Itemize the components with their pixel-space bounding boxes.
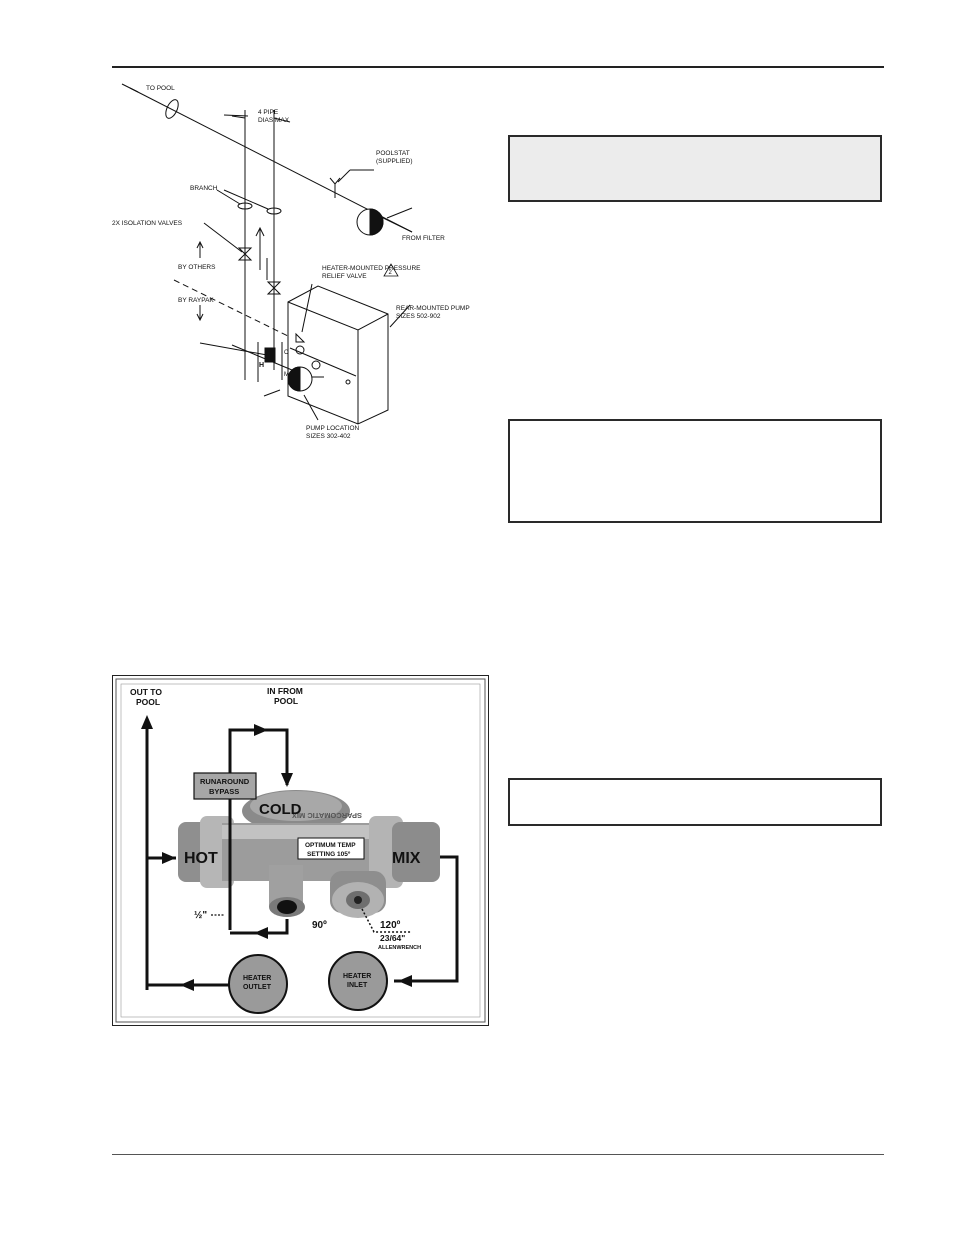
hot-label: HOT (184, 850, 218, 867)
heater-outlet-label: HEATER (243, 975, 271, 982)
note-box-3 (508, 778, 882, 826)
relief-note-number: 2 (389, 270, 393, 276)
isolation-valves-label: 2X ISOLATION VALVES (112, 220, 183, 227)
runaround-bypass-label: RUNAROUND (200, 777, 250, 786)
valve-body-mark: SPARCOMATIC MIX (292, 811, 362, 820)
valve-body (178, 790, 440, 918)
poolstat-label-2: (SUPPLIED) (376, 158, 412, 165)
poolstat-label: POOLSTAT (376, 150, 410, 157)
optimum-temp-label-2: SETTING 105º (307, 851, 351, 858)
hot-mark: H (259, 362, 264, 369)
heater-inlet-label: HEATER (343, 973, 371, 980)
runaround-bypass-box (193, 772, 257, 800)
note-box-1 (508, 135, 882, 202)
temp-low-label: 90º (312, 920, 327, 931)
branch-label: BRANCH (190, 185, 218, 192)
note-triangle-icon: 2 (383, 263, 399, 277)
out-to-pool-label-2: POOL (136, 697, 160, 707)
temp-high-label: 120º (380, 920, 401, 931)
relief-valve-label-2: RELIEF VALVE (322, 273, 367, 280)
footer-rule (112, 1154, 884, 1155)
cold-label: COLD (259, 801, 302, 818)
relief-valve-label: HEATER-MOUNTED PRESSURE (322, 265, 421, 272)
mix-label: MIX (392, 850, 421, 867)
from-filter-label: FROM FILTER (402, 235, 445, 242)
cold-mark: C (284, 350, 289, 356)
mixing-valve-figure: SPARCOMATIC MIX (112, 675, 489, 1026)
pump-location-label: PUMP LOCATION (306, 425, 360, 432)
pipe-dia-label: 4 PIPE (258, 109, 279, 116)
out-to-pool-label: OUT TO (130, 687, 162, 697)
rear-pump-label: REAR-MOUNTED PUMP (396, 305, 470, 312)
rear-pump-label-2: SIZES 502-902 (396, 313, 441, 320)
in-from-pool-label-2: POOL (274, 696, 298, 706)
note-box-2 (508, 419, 882, 523)
piping-diagram: TO POOL 4 PIPE DIAS MAX POOLSTAT (SUPPLI… (112, 80, 492, 450)
pump-location-label-2: SIZES 302-402 (306, 433, 351, 440)
in-from-pool-label: IN FROM (267, 686, 303, 696)
wrench-size-label: 23/64" (380, 933, 405, 943)
pipe-dia-label-2: DIAS MAX (258, 117, 290, 124)
half-inch-label: ½" (194, 910, 207, 921)
mix-mark: M (284, 372, 289, 378)
heater-outlet-circle (228, 954, 288, 1014)
header-rule (112, 66, 884, 68)
flow-arrows (141, 715, 412, 991)
by-raypak-label: BY RAYPAK (178, 297, 214, 304)
runaround-bypass-label-2: BYPASS (209, 787, 239, 796)
wrench-label: ALLENWRENCH (378, 945, 421, 951)
to-pool-label: TO POOL (146, 85, 175, 92)
heater-inlet-circle (328, 951, 388, 1011)
optimum-temp-box (297, 837, 365, 860)
by-others-label: BY OTHERS (178, 264, 216, 271)
optimum-temp-label: OPTIMUM TEMP (305, 842, 356, 849)
heater-inlet-label-2: INLET (347, 982, 368, 989)
heater-outlet-label-2: OUTLET (243, 984, 272, 991)
